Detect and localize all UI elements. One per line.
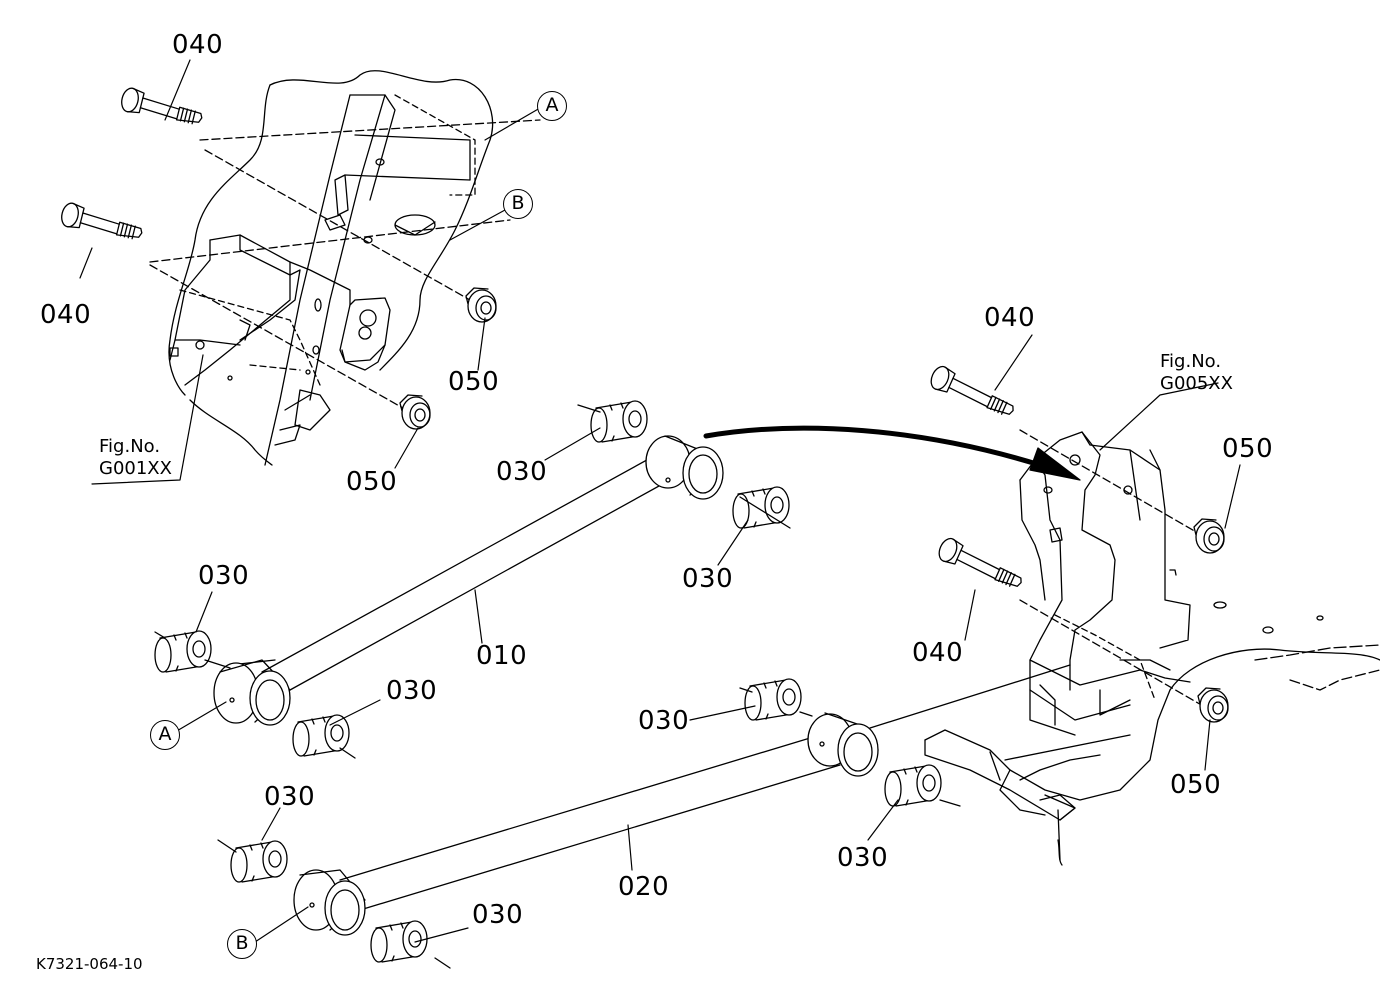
bushing-030-d — [292, 714, 350, 757]
leader-lines — [79, 59, 1241, 943]
link-rod-020 — [293, 712, 879, 936]
bolt-040-a — [121, 87, 203, 125]
bushing-030-f — [884, 764, 942, 807]
callout-030: 030 — [472, 900, 524, 930]
figure-reference-right: Fig.No. G005XX — [1160, 351, 1233, 395]
callout-050: 050 — [1170, 770, 1222, 800]
callout-030: 030 — [638, 706, 690, 736]
fig-number: G001XX — [99, 458, 172, 479]
nut-050-c — [1193, 518, 1225, 554]
callout-040: 040 — [172, 30, 224, 60]
bolt-040-c — [930, 365, 1014, 415]
callout-030: 030 — [386, 676, 438, 706]
bushing-030-e — [744, 678, 802, 721]
callout-010: 010 — [476, 641, 528, 671]
left-frame-group — [149, 70, 541, 466]
bushing-030-a — [590, 400, 648, 443]
callout-020: 020 — [618, 872, 670, 902]
callout-040: 040 — [984, 303, 1036, 333]
fig-number: G005XX — [1160, 373, 1233, 394]
ref-circle-a: A — [150, 720, 180, 750]
nut-050-d — [1197, 687, 1229, 723]
ref-circle-b: B — [503, 189, 533, 219]
callout-030: 030 — [837, 843, 889, 873]
diagram-code: K7321-064-10 — [36, 955, 143, 973]
callout-030: 030 — [682, 564, 734, 594]
callout-030: 030 — [496, 457, 548, 487]
direction-arrow — [703, 425, 1081, 481]
ref-circle-a: A — [537, 91, 567, 121]
callout-030: 030 — [264, 782, 316, 812]
bolt-040-d — [938, 537, 1022, 587]
fig-label: Fig.No. — [1160, 351, 1222, 372]
callout-050: 050 — [346, 467, 398, 497]
fig-label: Fig.No. — [99, 436, 161, 457]
callout-030: 030 — [198, 561, 250, 591]
nut-050-b — [399, 394, 431, 430]
figure-reference-left: Fig.No. G001XX — [99, 436, 172, 480]
link-rod-010 — [213, 435, 724, 726]
callout-050: 050 — [448, 367, 500, 397]
ref-circle-b: B — [227, 929, 257, 959]
callout-050: 050 — [1222, 434, 1274, 464]
bolt-040-b — [61, 202, 143, 240]
nut-050-a — [465, 287, 497, 323]
bushing-030-g — [230, 840, 288, 883]
right-frame-group — [869, 429, 1380, 866]
callout-040: 040 — [912, 638, 964, 668]
callout-040: 040 — [40, 300, 92, 330]
